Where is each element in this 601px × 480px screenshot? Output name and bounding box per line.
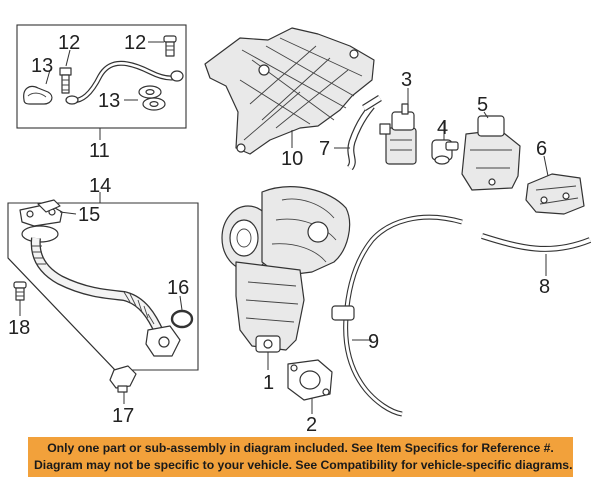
callout-2: 2 xyxy=(306,414,318,436)
turbocharger-part xyxy=(221,186,351,353)
callout-13b: 13 xyxy=(98,90,121,112)
control-module-part xyxy=(461,115,521,191)
oil-feed-line-part xyxy=(65,60,184,105)
pressure-sensor-part xyxy=(431,139,459,165)
coolant-tube-part xyxy=(331,214,463,417)
turbo-gasket-part xyxy=(287,359,333,401)
retaining-clip-part xyxy=(37,199,61,213)
hose-clamp-part xyxy=(23,85,53,105)
heat-shield-part xyxy=(204,27,375,155)
callout-10: 10 xyxy=(281,148,304,170)
callout-6: 6 xyxy=(536,138,548,160)
parts-diagram xyxy=(7,24,592,417)
leader-lines xyxy=(19,41,549,414)
callout-9: 9 xyxy=(368,331,380,353)
bolt-part-12a xyxy=(59,67,72,94)
vacuum-hose-part xyxy=(346,95,382,171)
callout-18: 18 xyxy=(8,317,31,339)
o-ring-part xyxy=(170,309,194,329)
callout-8: 8 xyxy=(539,276,551,298)
callout-16: 16 xyxy=(167,277,190,299)
group-box-14 xyxy=(7,202,199,371)
callout-15: 15 xyxy=(78,204,101,226)
mounting-bracket-part xyxy=(525,173,585,215)
callout-12a: 12 xyxy=(58,32,81,54)
boost-solenoid-part xyxy=(379,103,417,165)
bolt-part-17 xyxy=(109,365,137,393)
sealing-washers-part xyxy=(138,85,166,111)
callout-11: 11 xyxy=(89,140,110,162)
disclaimer-line-2: Diagram may not be specific to your vehi… xyxy=(34,458,573,472)
group-box-11 xyxy=(16,24,187,129)
callout-1: 1 xyxy=(263,372,275,394)
callout-14: 14 xyxy=(89,175,112,197)
disclaimer-line-1: Only one part or sub-assembly in diagram… xyxy=(47,441,554,455)
callout-7: 7 xyxy=(319,138,331,160)
callout-12b: 12 xyxy=(124,32,147,54)
intake-hose-part xyxy=(481,233,592,252)
oil-return-pipe-part xyxy=(19,203,181,357)
bolt-part-12b xyxy=(163,35,177,57)
callout-3: 3 xyxy=(401,69,413,91)
callout-17: 17 xyxy=(112,405,135,427)
disclaimer-banner: Only one part or sub-assembly in diagram… xyxy=(28,437,573,477)
callout-5: 5 xyxy=(477,94,489,116)
callout-13a: 13 xyxy=(31,55,54,77)
bolt-part-18 xyxy=(13,281,27,301)
callout-4: 4 xyxy=(437,117,449,139)
